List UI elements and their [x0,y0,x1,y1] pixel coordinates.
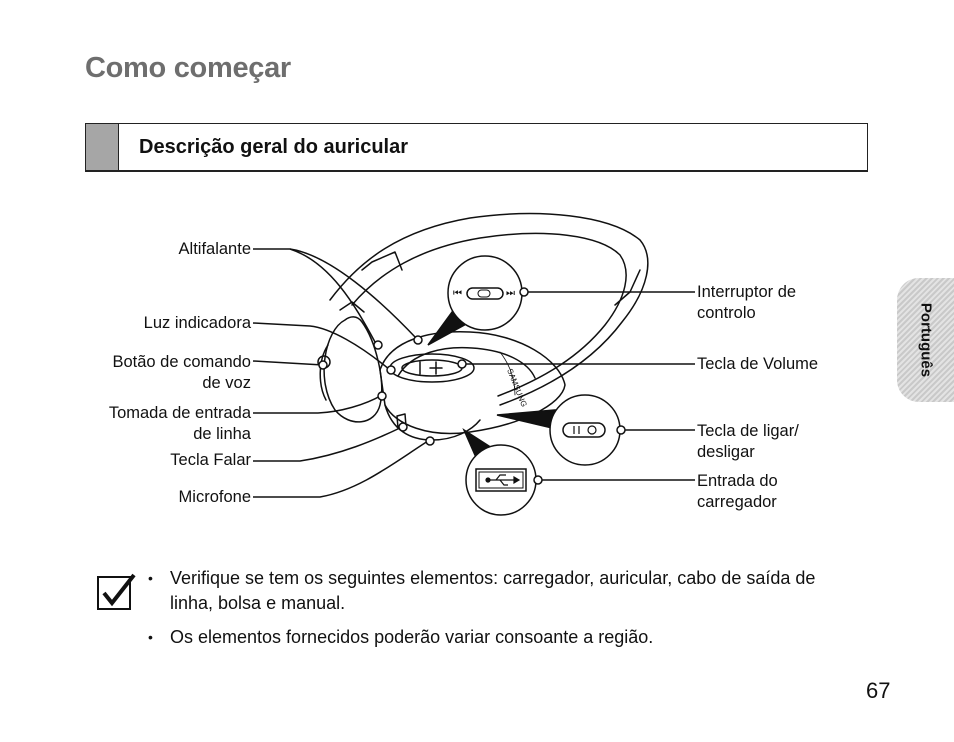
headband-outer [329,212,649,406]
label-ligar-line1: Tecla de ligar/ [697,422,799,440]
label-luz-indicadora: Luz indicadora [143,314,251,332]
usb-icon [485,474,521,486]
label-entrada-carregador: Entrada do carregador [697,471,778,513]
leader-luz [252,322,391,371]
section-title: Descrição geral do auricular [139,136,409,158]
page-title: Como começar [85,52,291,84]
next-symbol: ⏭ [506,288,515,299]
label-ligar-line2: desligar [697,443,755,461]
label-tomada-entrada-linha: Tomada de entrada de linha [109,403,251,445]
note-item: Os elementos fornecidos poderão variar c… [148,625,838,650]
leader-botao [252,360,324,366]
label-tecla-falar: Tecla Falar [170,451,251,469]
label-tomada-line2: de linha [193,425,251,443]
prev-symbol: ⏮ [453,288,462,299]
checkbox-check-icon [97,573,136,610]
leader-microfone [253,440,429,498]
leader-altifalante [253,248,376,343]
notes-list: Verifique se tem os seguintes elementos:… [148,566,838,659]
headband-inner [351,232,627,397]
language-side-tab: Português [897,278,954,402]
label-botao-line1: Botão de comando [112,353,251,371]
label-entrada-line2: carregador [697,493,777,511]
leader-tomada [253,394,383,414]
label-botao-line2: de voz [202,374,251,392]
label-tecla-volume: Tecla de Volume [697,355,819,373]
section-header: Descrição geral do auricular [85,123,868,172]
leader-falar [253,426,403,462]
label-entrada-line1: Entrada do [697,472,778,490]
note-item: Verifique se tem os seguintes elementos:… [148,566,838,616]
label-tecla-ligar-desligar: Tecla de ligar/ desligar [697,421,799,463]
label-botao-comando-voz: Botão de comando de voz [112,352,251,394]
page-number: 67 [866,678,891,703]
label-altifalante: Altifalante [178,240,251,258]
label-interruptor-controlo: Interruptor de controlo [697,282,796,324]
label-microfone: Microfone [178,488,251,506]
label-tomada-line1: Tomada de entrada [108,404,251,422]
label-interruptor-line2: controlo [697,304,756,322]
label-interruptor-line1: Interruptor de [697,283,797,301]
section-header-bar [86,124,119,170]
